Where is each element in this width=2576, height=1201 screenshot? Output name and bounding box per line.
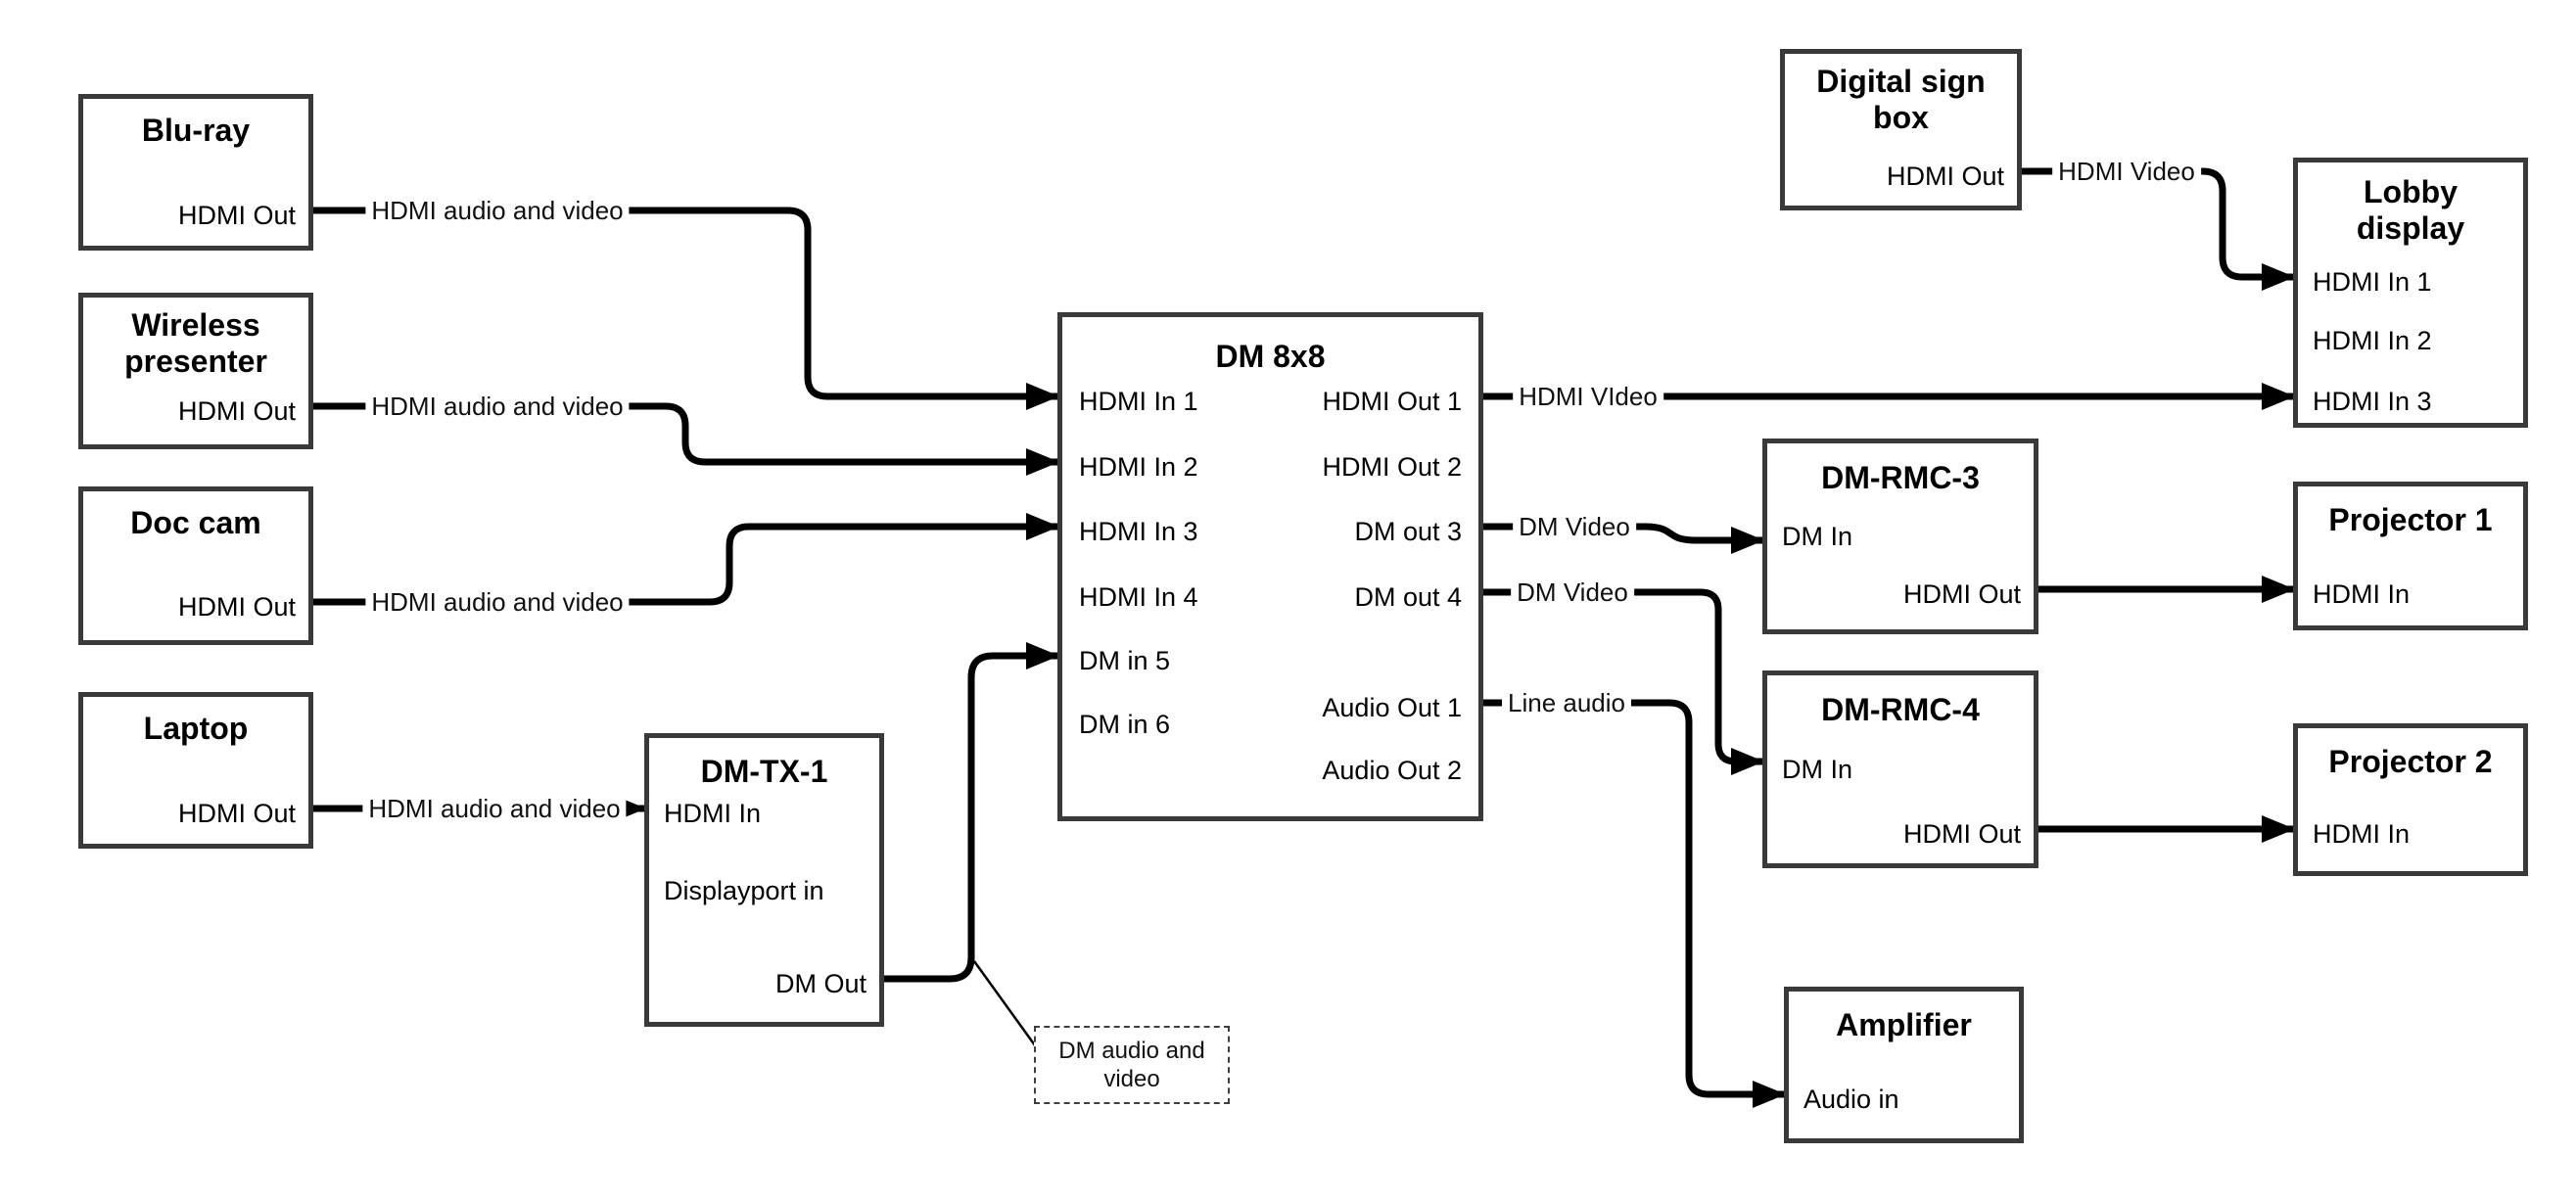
- port-hdmi-in-4: HDMI In 4: [1079, 582, 1198, 612]
- port-hdmi-out: HDMI Out: [177, 592, 296, 622]
- connector-dm8x8-dmout4-to-dmrmc4: [1483, 588, 1764, 775]
- wire-label-doccam-hdmi-av: HDMI audio and video: [365, 586, 630, 618]
- node-projector-2: Projector 2 HDMI In: [2293, 723, 2528, 876]
- wire-label-dm-video-out4: DM Video: [1511, 577, 1634, 608]
- node-dm-8x8: DM 8x8 HDMI In 1 HDMI In 2 HDMI In 3 HDM…: [1057, 312, 1483, 821]
- port-hdmi-in-1: HDMI In 1: [1079, 387, 1198, 416]
- node-title: DM-TX-1: [700, 754, 828, 789]
- node-laptop: Laptop HDMI Out: [78, 692, 313, 849]
- port-dm-in-5: DM in 5: [1079, 646, 1171, 675]
- port-hdmi-in: HDMI In: [664, 799, 762, 828]
- node-title: Projector 2: [2328, 744, 2493, 779]
- connector-wireless-to-dm8x8-in2: [313, 402, 1059, 476]
- port-hdmi-out: HDMI Out: [1902, 819, 2021, 849]
- note-line-2: video: [1103, 1066, 1160, 1092]
- port-hdmi-out-1: HDMI Out 1: [1322, 387, 1462, 416]
- node-title: Doc cam: [130, 505, 261, 540]
- node-title: Projector 1: [2328, 502, 2493, 537]
- port-hdmi-out-2: HDMI Out 2: [1322, 452, 1462, 482]
- note-dm-audio-and-video: DM audio and video: [1034, 1026, 1230, 1104]
- port-dm-out-3: DM out 3: [1354, 517, 1462, 546]
- connector-dmtx1-dmout-to-dm8x8-in5: [884, 642, 1059, 983]
- node-digital-sign-box: Digital sign box HDMI Out: [1780, 49, 2022, 210]
- port-audio-out-2: Audio Out 2: [1322, 756, 1462, 785]
- port-dm-out-4: DM out 4: [1354, 582, 1462, 612]
- node-lobby-display: Lobby display HDMI In 1 HDMI In 2 HDMI I…: [2293, 158, 2528, 428]
- node-dm-rmc-4: DM-RMC-4 DM In HDMI Out: [1762, 670, 2038, 868]
- node-title: Wireless presenter: [124, 307, 267, 379]
- port-dm-out: DM Out: [774, 969, 866, 998]
- wire-label-signbox-hdmi-video: HDMI Video: [2052, 156, 2201, 187]
- node-title: DM-RMC-4: [1821, 692, 1980, 727]
- port-hdmi-in: HDMI In: [2313, 579, 2411, 609]
- node-title: Digital sign box: [1816, 64, 1986, 135]
- wire-label-laptop-hdmi-av: HDMI audio and video: [362, 793, 627, 824]
- port-hdmi-in-2: HDMI In 2: [1079, 452, 1198, 482]
- node-dm-rmc-3: DM-RMC-3 DM In HDMI Out: [1762, 439, 2038, 634]
- node-title: Laptop: [143, 711, 249, 746]
- wire-label-dm-video-out3: DM Video: [1513, 511, 1636, 542]
- note-line-1: DM audio and: [1058, 1038, 1205, 1064]
- port-hdmi-out: HDMI Out: [177, 799, 296, 828]
- port-dm-in-6: DM in 6: [1079, 710, 1171, 739]
- node-blu-ray: Blu-ray HDMI Out: [78, 94, 313, 251]
- port-hdmi-in-1: HDMI In 1: [2313, 267, 2432, 297]
- wire-label-bluray-hdmi-av: HDMI audio and video: [365, 195, 630, 226]
- port-dm-in: DM In: [1782, 522, 1853, 551]
- connector-dm8x8-dmout3-to-dmrmc3: [1483, 523, 1764, 554]
- wire-label-line-audio: Line audio: [1502, 687, 1631, 718]
- connector-signbox-to-lobby-in1: [2022, 167, 2295, 291]
- node-amplifier: Amplifier Audio in: [1784, 987, 2024, 1143]
- node-title: Blu-ray: [141, 113, 251, 148]
- wire-label-wireless-hdmi-av: HDMI audio and video: [365, 391, 630, 422]
- node-doc-cam: Doc cam HDMI Out: [78, 486, 313, 645]
- node-dm-tx-1: DM-TX-1 HDMI In Displayport in DM Out: [644, 733, 884, 1027]
- port-audio-in: Audio in: [1803, 1085, 1899, 1114]
- connector-dm8x8-audioout1-to-amp: [1483, 699, 1786, 1108]
- connector-bluray-to-dm8x8-in1: [313, 207, 1059, 410]
- port-hdmi-out: HDMI Out: [1902, 579, 2021, 609]
- note-leader-line: [972, 960, 1037, 1046]
- port-dm-in: DM In: [1782, 755, 1853, 784]
- wire-label-hdmi-video-out1: HDMI VIdeo: [1513, 381, 1663, 412]
- node-title: DM-RMC-3: [1821, 460, 1980, 495]
- node-title: Amplifier: [1836, 1007, 1972, 1042]
- port-hdmi-in: HDMI In: [2313, 819, 2411, 849]
- port-hdmi-out: HDMI Out: [177, 201, 296, 230]
- port-hdmi-out: HDMI Out: [177, 396, 296, 426]
- node-projector-1: Projector 1 HDMI In: [2293, 482, 2528, 630]
- node-wireless-presenter: Wireless presenter HDMI Out: [78, 293, 313, 449]
- port-hdmi-in-3: HDMI In 3: [1079, 517, 1198, 546]
- node-title: Lobby display: [2356, 174, 2465, 246]
- port-hdmi-in-3: HDMI In 3: [2313, 387, 2432, 416]
- port-hdmi-out: HDMI Out: [1886, 162, 2004, 191]
- node-title: DM 8x8: [1215, 339, 1326, 374]
- port-audio-out-1: Audio Out 1: [1322, 693, 1462, 722]
- connector-doccam-to-dm8x8-in3: [313, 513, 1059, 606]
- port-displayport-in: Displayport in: [664, 876, 824, 905]
- port-hdmi-in-2: HDMI In 2: [2313, 326, 2432, 355]
